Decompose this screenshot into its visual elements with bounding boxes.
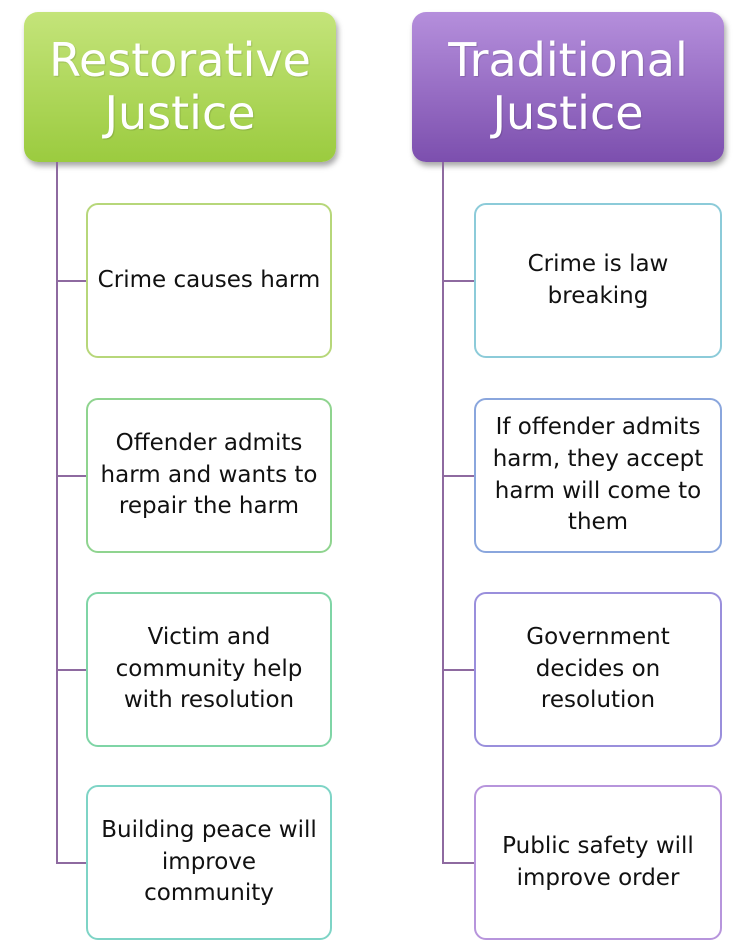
right-connector-trunk xyxy=(442,162,444,862)
restorative-item-4: Building peace will improve community xyxy=(86,785,332,940)
right-connector-branch xyxy=(442,475,474,477)
left-connector-branch xyxy=(56,669,86,671)
restorative-justice-column: Restorative Justice Crime causes harm Of… xyxy=(0,0,340,951)
left-connector-branch xyxy=(56,280,86,282)
left-connector-branch xyxy=(56,475,86,477)
traditional-justice-title: Traditional Justice xyxy=(448,33,688,140)
traditional-justice-header: Traditional Justice xyxy=(412,12,724,162)
right-connector-branch xyxy=(442,280,474,282)
traditional-justice-column: Traditional Justice Crime is law breakin… xyxy=(388,0,728,951)
right-connector-branch xyxy=(442,862,474,864)
right-connector-branch xyxy=(442,669,474,671)
restorative-item-3: Victim and community help with resolutio… xyxy=(86,592,332,747)
restorative-justice-title: Restorative Justice xyxy=(49,33,311,140)
traditional-item-4: Public safety will improve order xyxy=(474,785,722,940)
restorative-justice-header: Restorative Justice xyxy=(24,12,336,162)
traditional-item-2: If offender admits harm, they accept har… xyxy=(474,398,722,553)
left-connector-trunk xyxy=(56,162,58,862)
traditional-item-1: Crime is law breaking xyxy=(474,203,722,358)
restorative-item-1: Crime causes harm xyxy=(86,203,332,358)
traditional-item-3: Government decides on resolution xyxy=(474,592,722,747)
restorative-item-2: Offender admits harm and wants to repair… xyxy=(86,398,332,553)
left-connector-branch xyxy=(56,862,86,864)
